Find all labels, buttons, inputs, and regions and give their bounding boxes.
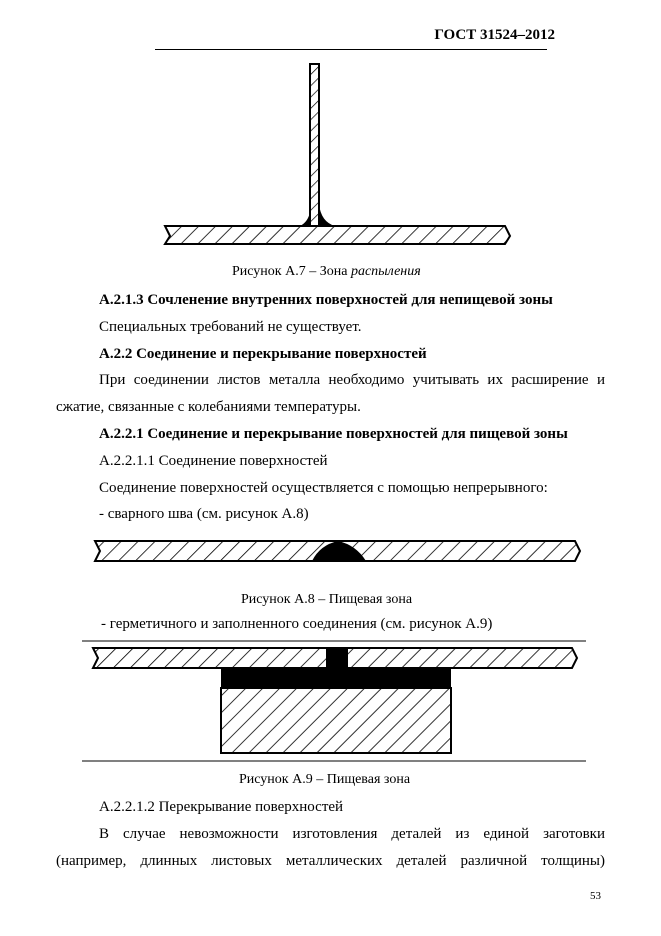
paragraph-a2212-line1: В случае невозможности изготовления дета… — [99, 826, 605, 842]
figure-a7-caption-text: Рисунок А.7 – Зона — [232, 264, 351, 279]
list-item-weld: - сварного шва (см. рисунок А.8) — [99, 506, 309, 522]
figure-a7-caption: Рисунок А.7 – Зона распыления — [232, 262, 421, 282]
paragraph-a2212-line2: (например, длинных листовых металлически… — [56, 853, 605, 869]
figure-a9-caption: Рисунок А.9 – Пищевая зона — [239, 772, 411, 787]
paragraph-a213: Специальных требований не существует. — [99, 319, 362, 335]
paragraph-a22-line1: При соединении листов металла необходимо… — [99, 372, 605, 388]
list-item-sealed: - герметичного и заполненного соединения… — [101, 616, 493, 632]
figure-a7-caption-italic: распыления — [350, 264, 421, 279]
heading-a213: А.2.1.3 Сочленение внутренних поверхност… — [99, 292, 553, 308]
figure-a8-caption: Рисунок А.8 – Пищевая зона — [241, 592, 413, 607]
heading-a22: А.2.2 Соединение и перекрывание поверхно… — [99, 346, 427, 362]
heading-a2212: А.2.2.1.2 Перекрывание поверхностей — [99, 799, 344, 815]
page-number: 53 — [590, 890, 601, 902]
header-rule — [155, 49, 547, 50]
paragraph-a22-line2: сжатие, связанные с колебаниями температ… — [56, 399, 361, 415]
heading-a221: А.2.2.1 Соединение и перекрывание поверх… — [99, 426, 568, 442]
paragraph-a2211: Соединение поверхностей осуществляется с… — [99, 480, 548, 496]
heading-a2211: А.2.2.1.1 Соединение поверхностей — [99, 453, 328, 469]
document-standard-number: ГОСТ 31524–2012 — [434, 27, 555, 43]
